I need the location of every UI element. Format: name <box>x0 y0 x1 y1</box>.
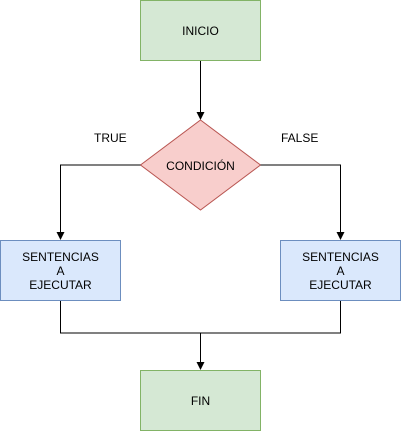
left-action-line-2: A <box>56 263 65 278</box>
end-node-label: FIN <box>190 393 211 408</box>
decision-diamond <box>139 119 262 211</box>
condition-node-label: CONDICIÓN <box>166 158 235 173</box>
left-action-node: SENTENCIAS A EJECUTAR <box>0 240 121 301</box>
condition-node: CONDICIÓN <box>140 120 261 211</box>
true-branch-label: TRUE <box>94 131 127 145</box>
right-action-line-2: A <box>336 263 345 278</box>
connector-true-branch <box>56 164 141 240</box>
right-action-line-3: EJECUTAR <box>309 277 372 292</box>
end-node: FIN <box>140 370 261 431</box>
right-action-line-1: SENTENCIAS <box>302 249 379 264</box>
start-node-label: INICIO <box>182 23 219 38</box>
false-branch-label: FALSE <box>281 131 319 145</box>
connector-false-branch <box>260 164 345 240</box>
left-action-line-3: EJECUTAR <box>29 277 92 292</box>
connector-right-merge <box>200 301 341 334</box>
connector-left-merge <box>60 301 201 334</box>
right-action-node: SENTENCIAS A EJECUTAR <box>280 240 401 301</box>
left-action-line-1: SENTENCIAS <box>22 249 99 264</box>
start-node: INICIO <box>140 0 261 61</box>
